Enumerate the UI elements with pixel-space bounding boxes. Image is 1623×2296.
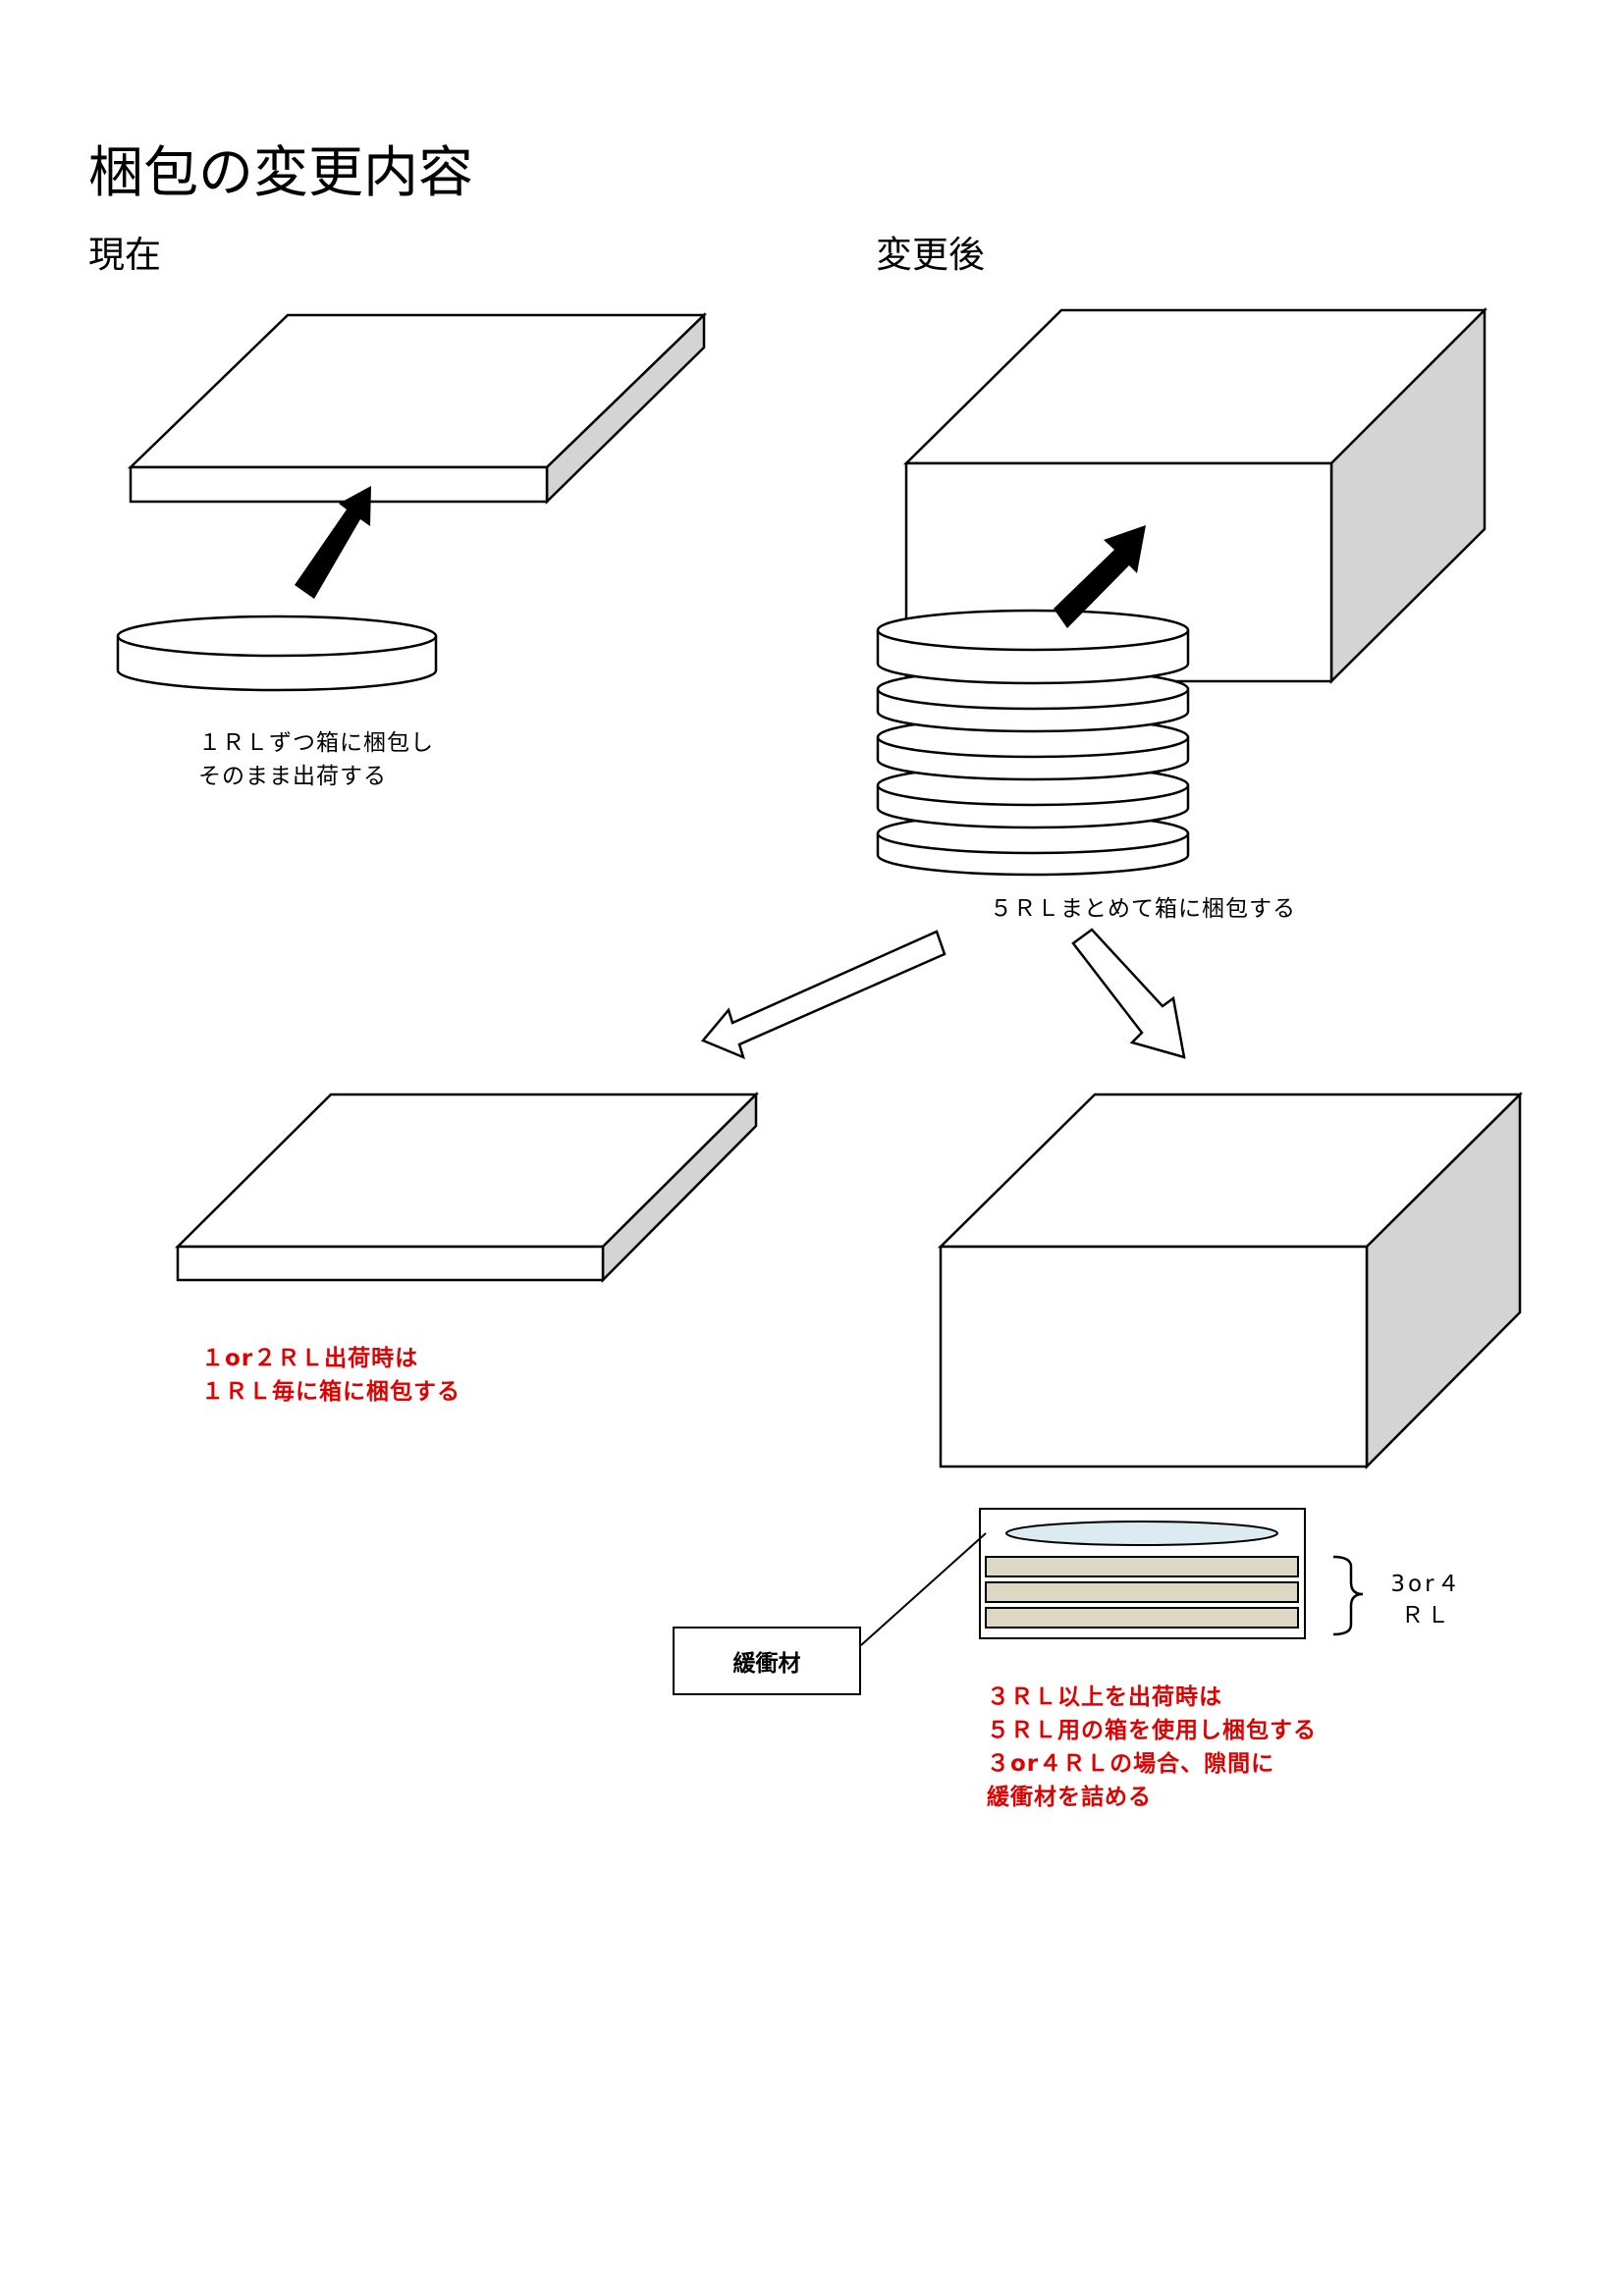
large-qty-description: ３ＲＬ以上を出荷時は ５ＲＬ用の箱を使用し梱包する ３or４ＲＬの場合、隙間に … <box>987 1684 1317 1810</box>
section-label-current: 現在 <box>88 234 161 276</box>
split-arrow-left <box>700 930 947 1060</box>
section-label-after: 変更後 <box>876 234 985 276</box>
after-roll-stack <box>876 609 1190 877</box>
quantity-bracket <box>1332 1555 1364 1636</box>
box-cross-section <box>979 1508 1306 1639</box>
after-pack-arrow <box>1054 525 1146 628</box>
current-flat-box <box>127 312 708 505</box>
current-pack-arrow <box>295 486 371 599</box>
roll-layer <box>985 1607 1299 1629</box>
split-arrow-right <box>1071 928 1186 1059</box>
roll-layer <box>985 1581 1299 1603</box>
after-description: ５ＲＬまとめて箱に梱包する <box>990 896 1296 922</box>
large-qty-box <box>937 1091 1524 1470</box>
cushion-leader-line <box>860 1532 987 1646</box>
roll-layer <box>985 1556 1299 1577</box>
small-qty-description: １or２ＲＬ出荷時は １ＲＬ毎に箱に梱包する <box>201 1346 460 1405</box>
current-single-roll <box>116 614 438 692</box>
cushion-disc <box>1005 1521 1278 1546</box>
quantity-label: 3or４ ＲＬ <box>1390 1572 1463 1629</box>
current-description: １ＲＬずつ箱に梱包し そのまま出荷する <box>198 730 434 789</box>
cushion-label: 緩衝材 <box>673 1627 861 1695</box>
page-title: 梱包の変更内容 <box>88 141 473 205</box>
small-qty-flat-box <box>174 1091 760 1284</box>
